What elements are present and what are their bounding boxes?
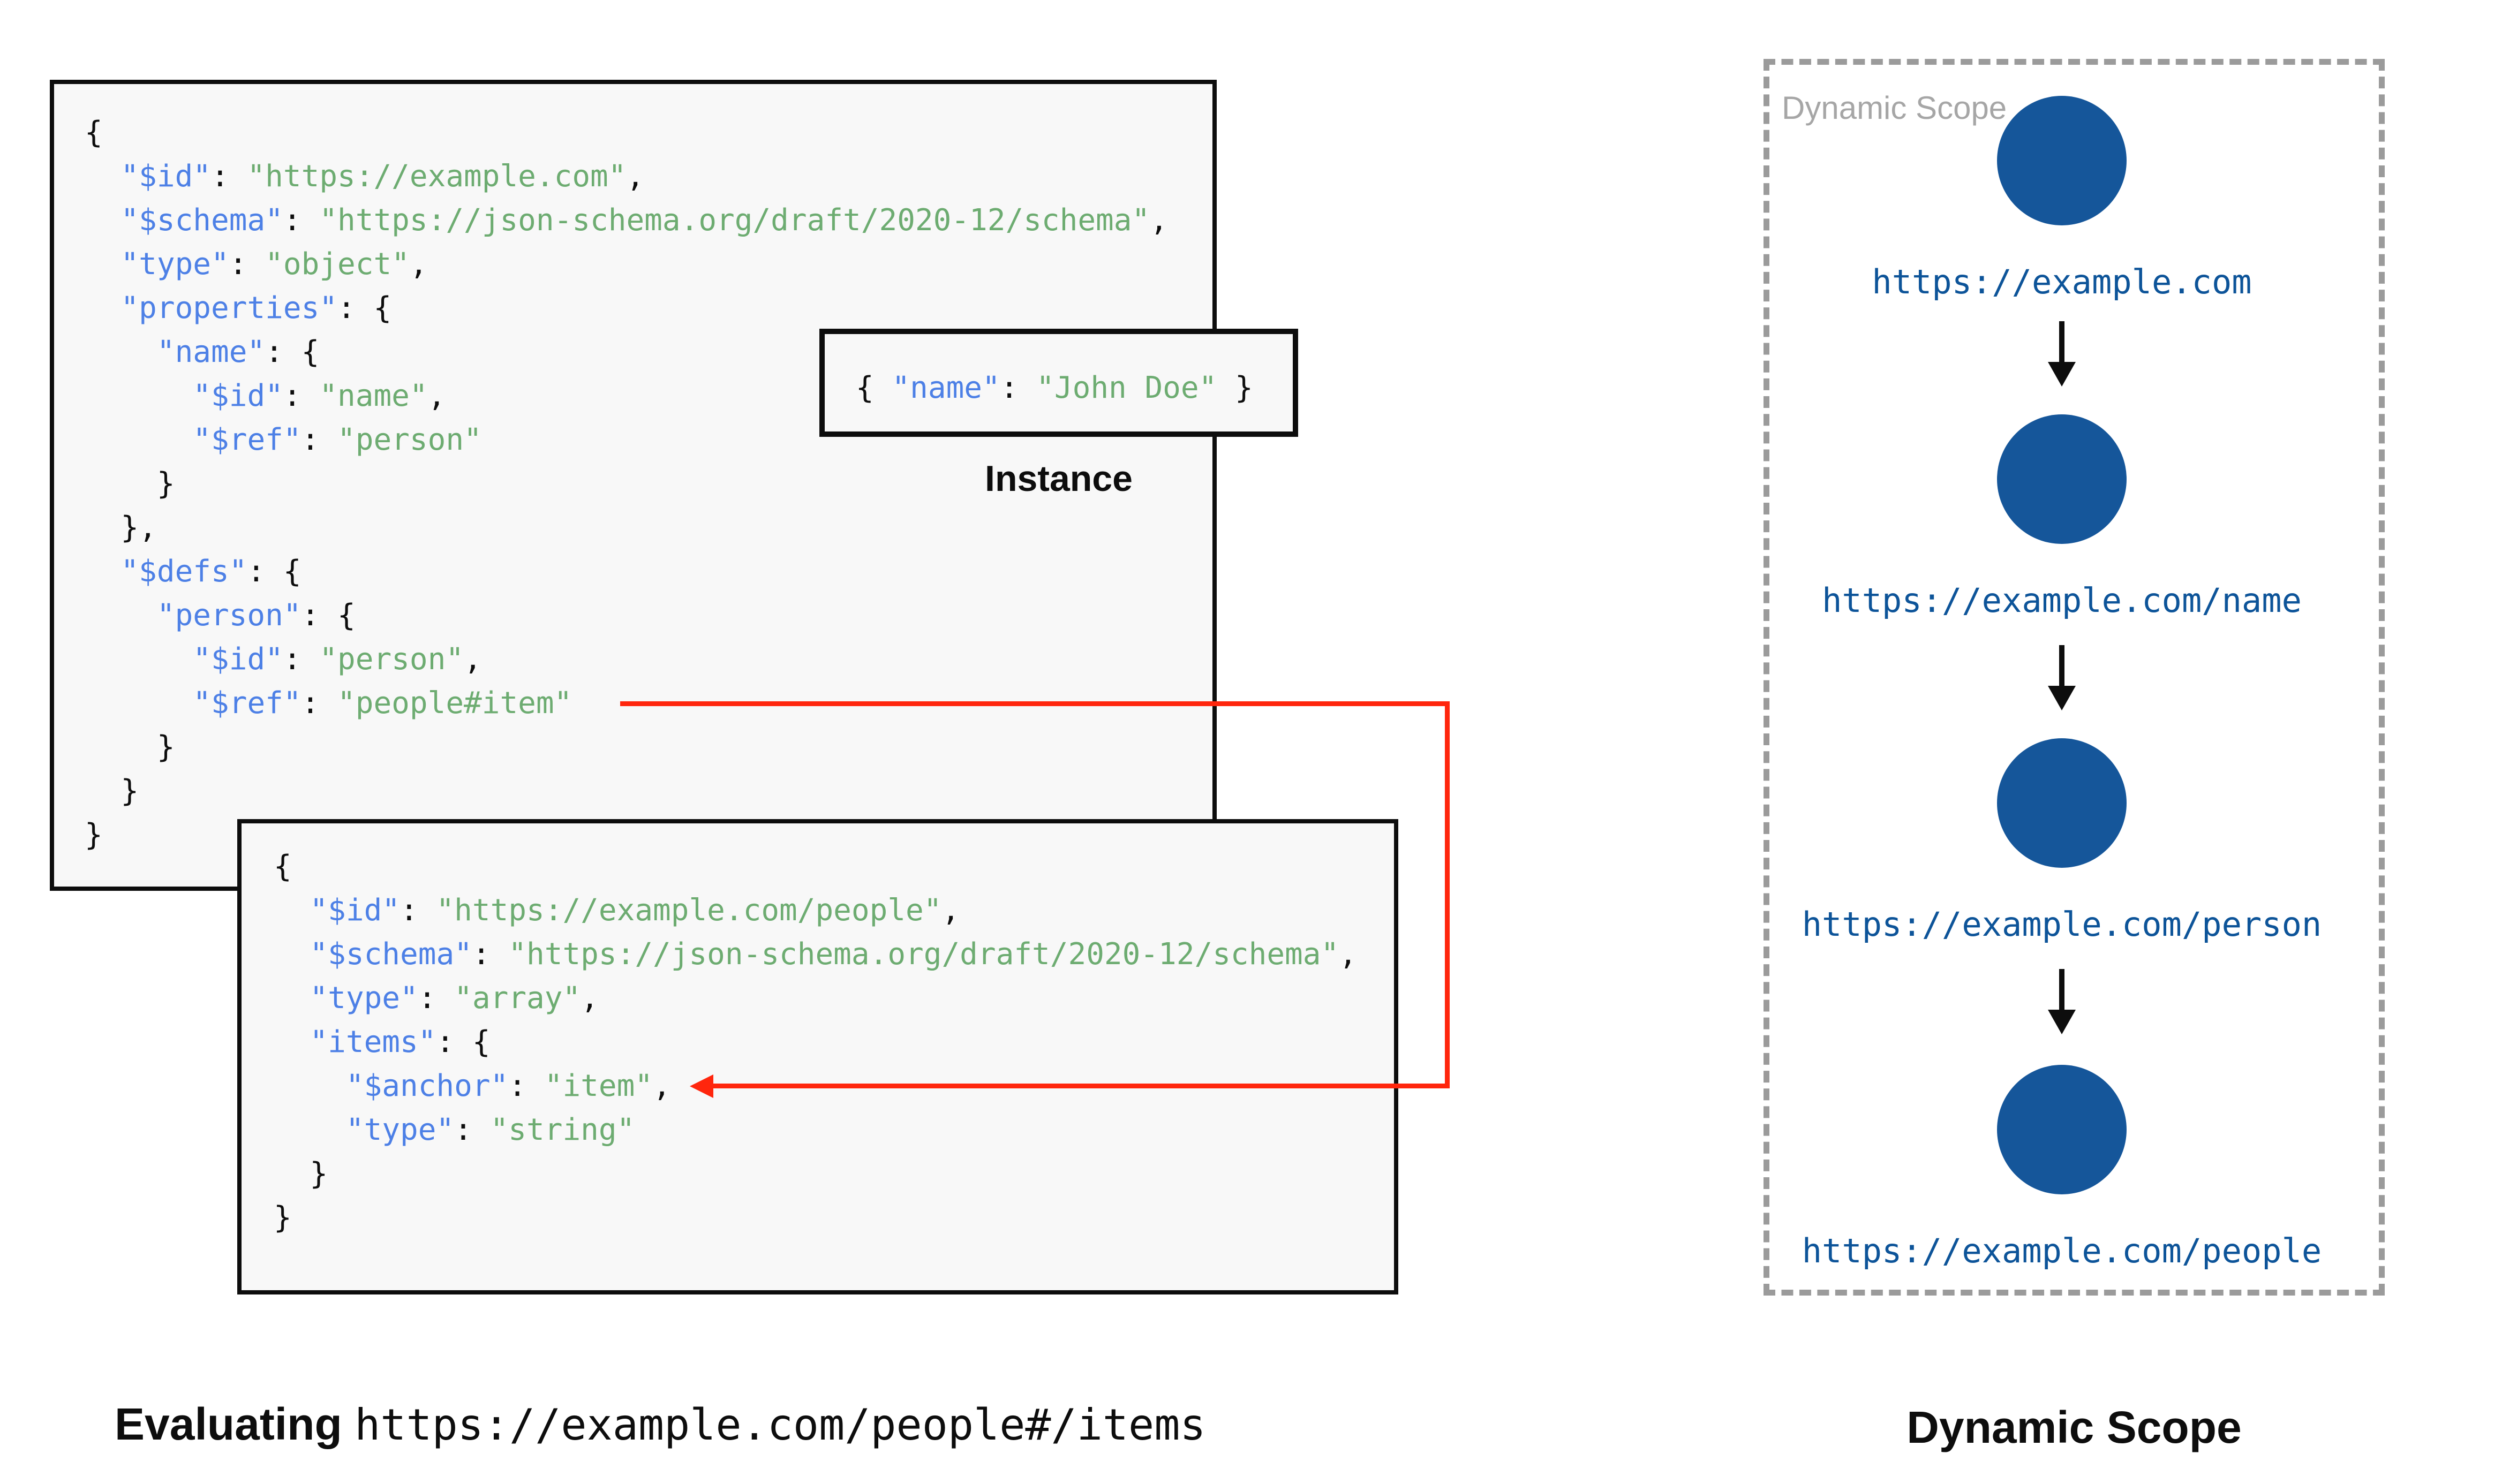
scope-arrow-line-3 [2059,969,2064,1010]
dynamic-scope-watermark: Dynamic Scope [1782,90,2007,126]
scope-arrow-down-icon-3 [2048,1010,2076,1034]
scope-arrow-line-2 [2059,645,2064,686]
scope-node-circle-4 [1997,1065,2127,1194]
dynamic-scope-caption: Dynamic Scope [1906,1402,2242,1452]
scope-node-label-2: https://example.com/name [1822,581,2302,620]
scope-node-label-1: https://example.com [1872,262,2252,301]
people-schema-box: { "$id": "https://example.com/people", "… [237,819,1398,1294]
scope-node-label-3: https://example.com/person [1802,905,2322,944]
scope-node-circle-2 [1997,414,2127,544]
scope-arrow-line-1 [2059,321,2064,362]
ref-connector-line-bottom [712,1084,1450,1088]
people-schema-code: { "$id": "https://example.com/people", "… [274,849,1357,1235]
dynamic-scope-panel [1764,59,2385,1296]
scope-node-circle-1 [1997,96,2127,225]
scope-node-circle-3 [1997,738,2127,868]
scope-node-label-4: https://example.com/people [1802,1231,2322,1270]
evaluating-caption-uri: https://example.com/people#/items [355,1400,1206,1450]
ref-connector-line-right [1445,701,1450,1088]
scope-arrow-down-icon-2 [2048,686,2076,710]
ref-connector-arrowhead-icon [690,1074,713,1098]
root-schema-code: { "$id": "https://example.com", "$schema… [85,115,1168,852]
ref-connector-line-top [620,701,1450,706]
scope-arrow-down-icon-1 [2048,362,2076,387]
evaluating-caption-prefix: Evaluating [115,1399,355,1449]
root-schema-box: { "$id": "https://example.com", "$schema… [50,80,1217,891]
instance-box: { "name": "John Doe" } [819,329,1298,437]
instance-code: { "name": "John Doe" } [856,370,1253,405]
evaluating-caption: Evaluating https://example.com/people#/i… [115,1398,1206,1463]
instance-label: Instance [985,458,1133,499]
